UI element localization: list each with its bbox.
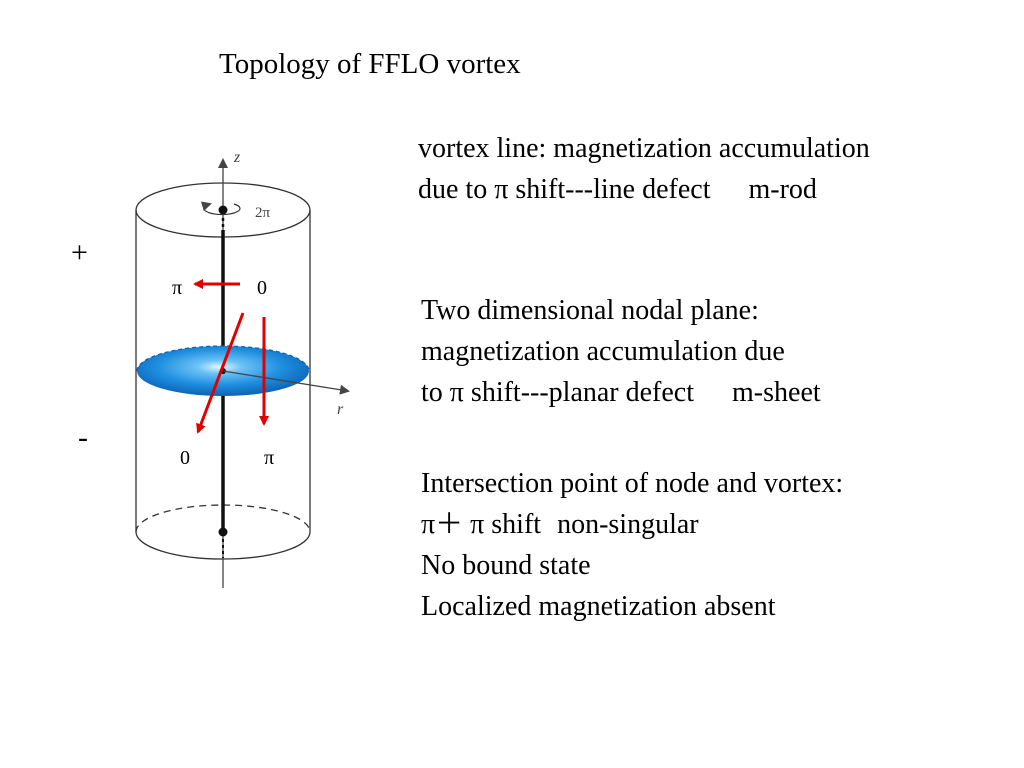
upper-left-phase-label: π	[172, 277, 182, 299]
winding-label: 2π	[255, 205, 271, 221]
lower-right-phase-label: π	[264, 447, 274, 469]
z-axis-label: z	[233, 149, 241, 166]
r-axis-label: r	[337, 401, 344, 418]
vortex-bottom-point	[219, 528, 228, 537]
lower-left-phase-label: 0	[180, 447, 190, 469]
upper-right-phase-label: 0	[257, 277, 267, 299]
vortex-top-point	[219, 206, 228, 215]
